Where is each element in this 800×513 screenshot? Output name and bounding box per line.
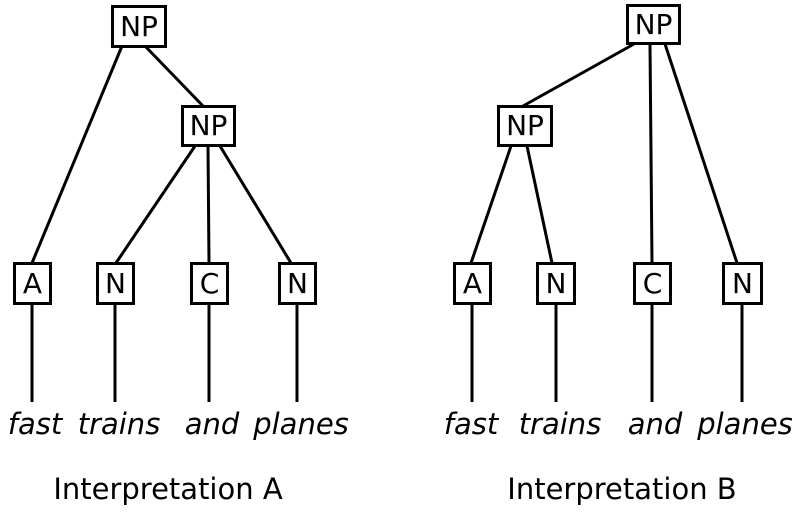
tree-a-caption: Interpretation A (53, 472, 283, 506)
tree-a-word-planes: planes (253, 407, 349, 441)
tree-b-word-planes: planes (697, 407, 793, 441)
tree-b-leaf-n1-node: N (536, 262, 576, 305)
tree-a-word-trains: trains (77, 407, 161, 441)
tree-a-word-and: and (184, 407, 240, 441)
edge-a-inner-to-n1 (114, 145, 197, 264)
tree-a-leaf-n2-node: N (278, 262, 317, 305)
tree-b-caption: Interpretation B (507, 472, 737, 506)
tree-b-word-trains: trains (518, 407, 602, 441)
tree-b-leaf-a-node: A (453, 262, 492, 305)
tree-a-word-fast: fast (7, 407, 63, 441)
edge-b-root-to-c (648, 43, 654, 264)
edge-a-root-to-inner-np (143, 44, 205, 108)
edge-a-inner-to-c (206, 145, 211, 264)
tree-a-leaf-c-node: C (190, 262, 229, 305)
tree-b-word-fast: fast (443, 407, 499, 441)
edge-a-inner-to-n2 (218, 145, 293, 264)
tree-b-word-and: and (627, 407, 683, 441)
edge-b-inner-to-a (469, 145, 513, 264)
tree-a-leaf-a-node: A (13, 262, 52, 305)
tree-a-leaf-n1-node: N (96, 262, 135, 305)
tree-b-leaf-c-node: C (633, 262, 672, 305)
edge-b-root-to-n2 (663, 43, 739, 264)
edge-a-root-to-a (30, 45, 124, 264)
tree-a-root-np-node: NP (111, 5, 167, 48)
edge-b-inner-to-n1 (525, 145, 554, 264)
tree-a-inner-np-node: NP (181, 105, 236, 147)
tree-b-root-np-node: NP (626, 4, 681, 45)
edge-b-root-to-inner-np (522, 42, 635, 108)
tree-b-leaf-n2-node: N (722, 262, 763, 305)
tree-b-inner-np-node: NP (497, 105, 553, 147)
